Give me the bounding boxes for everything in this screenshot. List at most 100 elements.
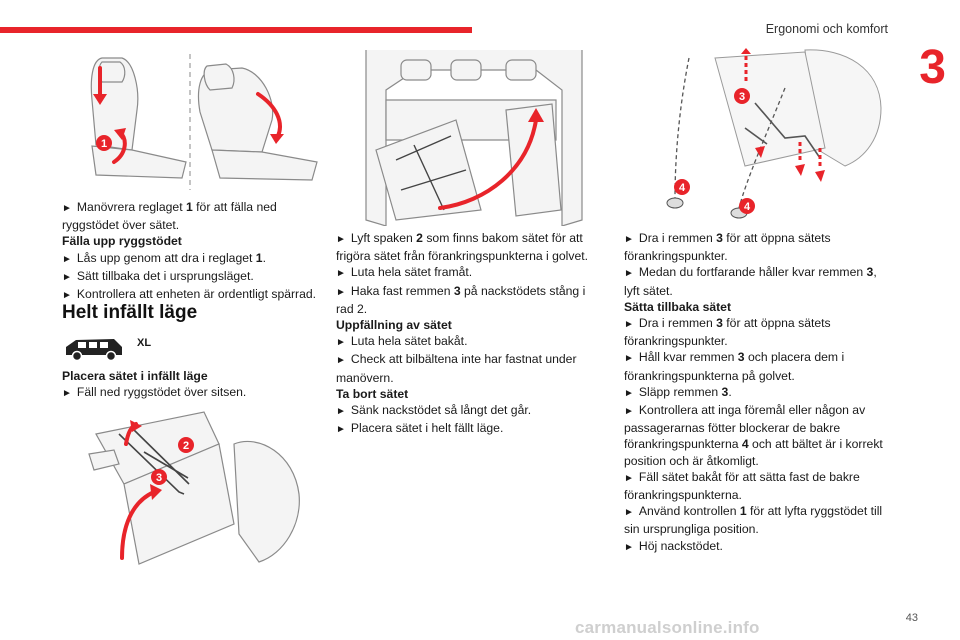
reference-number: 1 — [185, 200, 193, 214]
step-text: Luta hela sätet framåt. — [350, 265, 473, 280]
step-arrow-icon: ► — [624, 387, 634, 399]
step-text: Medan du fortfarande håller kvar remmen — [638, 265, 867, 280]
figure-marker-4a: 4 — [679, 182, 686, 194]
instruction-step: ► Luta hela sätet bakåt. — [336, 333, 598, 351]
step-text: . — [262, 250, 266, 265]
step-arrow-icon: ► — [624, 353, 634, 365]
figure-seat-fold: 1 — [62, 50, 324, 192]
reference-number: 4 — [741, 437, 749, 452]
instruction-step: ► Dra i remmen 3 för att öppna sätets för… — [624, 230, 890, 264]
figure-marker-1: 1 — [101, 138, 107, 150]
step-arrow-icon: ► — [62, 388, 72, 400]
step-text: på nackstödets stång i rad 2. — [336, 283, 586, 316]
step-text: , lyft sätet. — [624, 265, 877, 298]
step-text: Kontrollera att inga föremål eller någon… — [624, 403, 866, 452]
step-text: Släpp remmen — [638, 384, 722, 399]
step-arrow-icon: ► — [624, 268, 634, 280]
step-arrow-icon: ► — [624, 541, 634, 553]
step-text: för att fälla ned ryggstödet över sätet. — [62, 200, 277, 233]
instruction-step: ► Manövrera reglaget 1 för att fälla ned … — [62, 199, 330, 233]
reference-number: 3 — [866, 265, 874, 280]
reference-number: 2 — [416, 231, 423, 245]
step-arrow-icon: ► — [624, 472, 634, 484]
step-arrow-icon: ► — [624, 234, 634, 245]
step-text: för att öppna sätets förankringspunkter. — [624, 231, 831, 264]
step-text: som finns bakom sätet för att frigöra sä… — [336, 231, 589, 264]
instruction-step: ►Håll kvar remmen 3 och placera dem i fö… — [624, 349, 890, 383]
reference-number: 3 — [721, 384, 729, 399]
instruction-step: ►Lyft spaken 2 som finns bakom sätet för… — [336, 230, 598, 264]
reference-number: 1 — [255, 250, 263, 265]
col2-text: ►Lyft spaken 2 som finns bakom sätet för… — [336, 230, 598, 438]
figure-marker-3b: 3 — [739, 91, 745, 103]
reference-number: 3 — [716, 316, 723, 331]
col1-placera-text: Placera sätet i infällt läge ►Fäll ned r… — [62, 368, 330, 402]
figure-marker-2: 2 — [183, 440, 189, 452]
subheading: Ta bort sätet — [336, 386, 409, 401]
step-text: Dra i remmen — [638, 231, 717, 245]
instruction-step: ► Placera sätet i helt fällt läge. — [336, 420, 598, 438]
reference-number: 3 — [716, 231, 723, 245]
instruction-step: ►Check att bilbältena inte har fastnat u… — [336, 351, 598, 385]
col3-text: ► Dra i remmen 3 för att öppna sätets för… — [624, 230, 890, 556]
step-text: Höj nackstödet. — [638, 538, 723, 553]
step-text: Sätt tillbaka det i ursprungsläget. — [76, 268, 254, 283]
step-arrow-icon: ► — [336, 268, 346, 280]
reference-number: 3 — [453, 283, 461, 298]
step-arrow-icon: ► — [624, 319, 634, 331]
step-text: Manövrera reglaget — [76, 200, 186, 214]
step-arrow-icon: ► — [336, 234, 346, 245]
step-arrow-icon: ► — [336, 337, 346, 349]
step-text: Luta hela sätet bakåt. — [350, 334, 468, 349]
step-text: Använd kontrollen — [638, 504, 740, 519]
step-arrow-icon: ► — [62, 203, 72, 214]
figure-anchor-points: 3 4 4 — [655, 48, 885, 220]
step-text: Haka fast remmen — [350, 283, 454, 298]
instruction-step: ► Luta hela sätet framåt. — [336, 264, 598, 282]
step-text: för att öppna sätets förankringspunkter. — [624, 316, 831, 349]
chapter-number: 3 — [919, 41, 946, 94]
header-accent-bar — [0, 27, 472, 33]
step-arrow-icon: ► — [336, 406, 346, 418]
chapter-title: Ergonomi och komfort — [765, 22, 888, 36]
figure-marker-3: 3 — [156, 472, 162, 484]
instruction-step: ► Medan du fortfarande håller kvar remmen… — [624, 264, 890, 298]
step-text: Dra i remmen — [638, 316, 717, 331]
subheading: Uppfällning av sätet — [336, 318, 452, 333]
instruction-step: ►Sänk nackstödet så långt det går. — [336, 402, 598, 420]
instruction-step: ►Kontrollera att enheten är ordentligt s… — [62, 286, 330, 304]
section-title-helt-infallt: Helt infällt läge — [62, 302, 198, 323]
step-text: Håll kvar remmen — [638, 350, 738, 365]
step-arrow-icon: ► — [62, 271, 72, 283]
figure-marker-4b: 4 — [744, 201, 751, 213]
figure-seat-flat: 2 3 — [84, 404, 306, 574]
step-arrow-icon: ► — [624, 507, 634, 519]
instruction-step: ► Haka fast remmen 3 på nackstödets stång… — [336, 283, 598, 317]
instruction-step: ►Fäll sätet bakåt för att sätta fast de … — [624, 469, 890, 503]
instruction-step: ►Använd kontrollen 1 för att lyfta ryggs… — [624, 503, 890, 537]
step-text: Placera sätet i helt fällt läge. — [350, 421, 504, 436]
instruction-step: ►Lås upp genom att dra i reglaget 1. — [62, 250, 330, 268]
subheading: Fälla upp ryggstödet — [62, 234, 182, 249]
instruction-step: ► Sätt tillbaka det i ursprungsläget. — [62, 268, 330, 286]
col1-intro-text: ► Manövrera reglaget 1 för att fälla ned … — [62, 199, 330, 304]
subheading: Sätta tillbaka sätet — [624, 299, 732, 314]
step-text: Check att bilbältena inte har fastnat un… — [336, 352, 577, 385]
step-text: och placera dem i förankringspunkterna p… — [624, 350, 845, 383]
page-number: 43 — [905, 612, 918, 624]
step-arrow-icon: ► — [62, 290, 72, 302]
figure-seat-tilt — [356, 50, 592, 226]
step-text: Lås upp genom att dra i reglaget — [76, 250, 256, 265]
xl-label: XL — [137, 337, 152, 349]
step-arrow-icon: ► — [336, 355, 346, 367]
placera-heading: Placera sätet i infällt läge — [62, 369, 208, 383]
reference-number: 1 — [739, 504, 747, 519]
step-text: . — [728, 384, 732, 399]
step-text: och att bältet är i korrekt position och… — [624, 437, 883, 468]
instruction-step: ► Släpp remmen 3. — [624, 384, 890, 402]
step-arrow-icon: ► — [336, 286, 346, 298]
step-arrow-icon: ► — [336, 424, 346, 436]
instruction-step: ► Höj nackstödet. — [624, 538, 890, 556]
step-text: Fäll sätet bakåt för att sätta fast de b… — [624, 469, 860, 503]
step-arrow-icon: ► — [624, 406, 634, 418]
